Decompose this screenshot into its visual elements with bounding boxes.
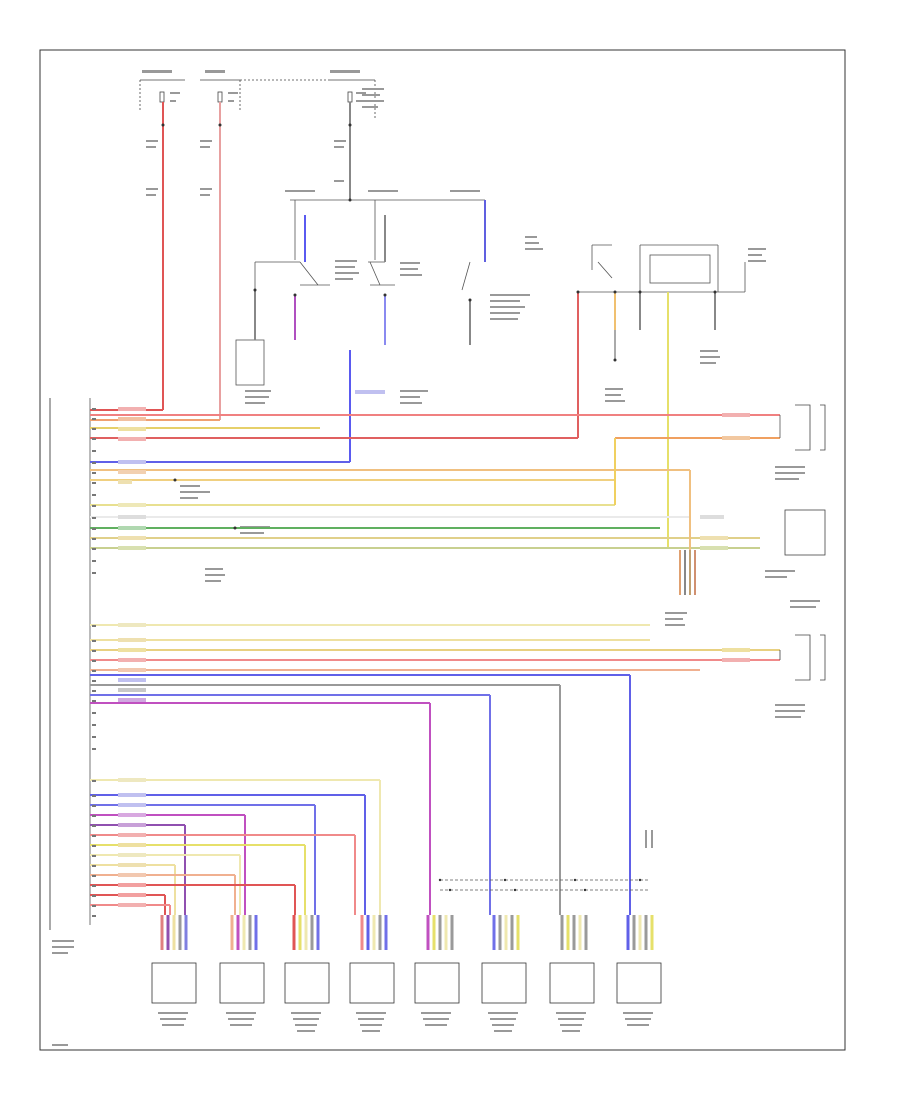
switch-bus [235,199,746,386]
label-marks [52,70,820,1046]
right-connector-lower [779,634,826,681]
upper-harness-wires [90,409,781,550]
power-feed-wires [162,102,351,420]
module-pin-marks [92,408,96,917]
switch-output-wires [254,200,716,548]
junction-bundle [679,550,696,595]
wire-code-marks [118,390,750,907]
lower-harness-wires [90,624,780,915]
sensor-harness-wires [90,779,650,915]
diagram-border [39,49,846,1051]
junction-dots [161,123,717,892]
right-connector-upper [784,404,826,556]
wheel-speed-sensors [151,915,662,1032]
